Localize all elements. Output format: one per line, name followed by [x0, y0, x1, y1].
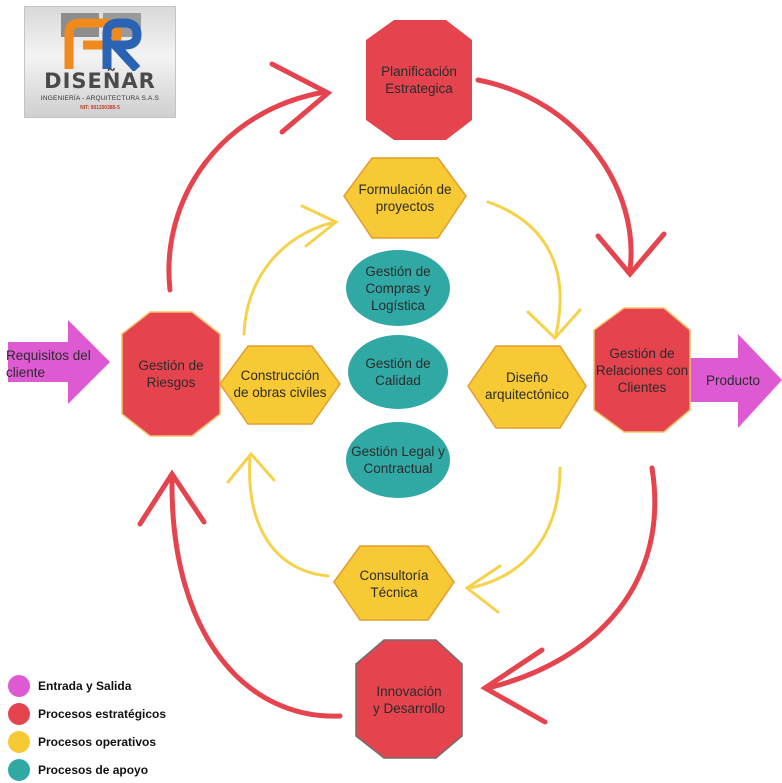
legend-label: Entrada y Salida — [38, 679, 132, 693]
arrow-formulacion-to-diseno — [486, 200, 562, 336]
arrow-riesgos-to-planificacion — [166, 89, 328, 293]
arrow-planificacion-to-relaciones — [475, 77, 634, 273]
strategic-loop-arrows — [137, 61, 667, 725]
hex-riesgos — [121, 311, 221, 437]
arrow-diseno-to-consultoria — [468, 466, 562, 590]
legend-swatch — [8, 731, 30, 753]
legend-label: Procesos estratégicos — [38, 707, 167, 721]
arrow-innovacion-to-riesgos — [169, 475, 343, 719]
legend-label: Procesos operativos — [38, 735, 157, 749]
input-arrow — [8, 320, 110, 404]
hex-diseno — [467, 345, 587, 429]
output-arrow — [690, 334, 782, 428]
legend-label: Procesos de apoyo — [38, 763, 149, 777]
legend-swatch — [8, 703, 30, 725]
arrow-consultoria-to-construccion — [248, 456, 330, 578]
hex-innovacion — [355, 639, 463, 759]
company-logo: DISEÑAR INGENIERÍA - ARQUITECTURA S.A.S … — [24, 6, 176, 118]
logo-name: DISEÑAR — [44, 69, 156, 93]
logo-tagline: INGENIERÍA - ARQUITECTURA S.A.S — [40, 95, 160, 102]
hex-construccion — [219, 345, 341, 425]
ellipse-legal — [346, 422, 450, 498]
ellipse-calidad — [348, 335, 448, 409]
legend-swatch — [8, 759, 30, 781]
logo-mark-icon — [61, 13, 142, 71]
legend-item-operativos: Procesos operativos — [8, 731, 156, 753]
legend-item-entrada-salida: Entrada y Salida — [8, 675, 131, 697]
hex-formulacion — [343, 157, 467, 239]
operational-loop-arrows — [226, 200, 582, 614]
logo-nit: NIT: 901150385-5 — [80, 105, 120, 111]
hex-relaciones — [593, 307, 691, 433]
hex-planificacion — [366, 20, 472, 140]
legend-item-estrategicos: Procesos estratégicos — [8, 703, 166, 725]
hex-consultoria — [333, 545, 455, 621]
arrow-construccion-to-formulacion — [242, 220, 337, 336]
arrow-relaciones-to-innovacion — [485, 465, 658, 691]
legend-swatch — [8, 675, 30, 697]
ellipse-compras — [346, 250, 450, 326]
legend-item-apoyo: Procesos de apoyo — [8, 759, 148, 781]
